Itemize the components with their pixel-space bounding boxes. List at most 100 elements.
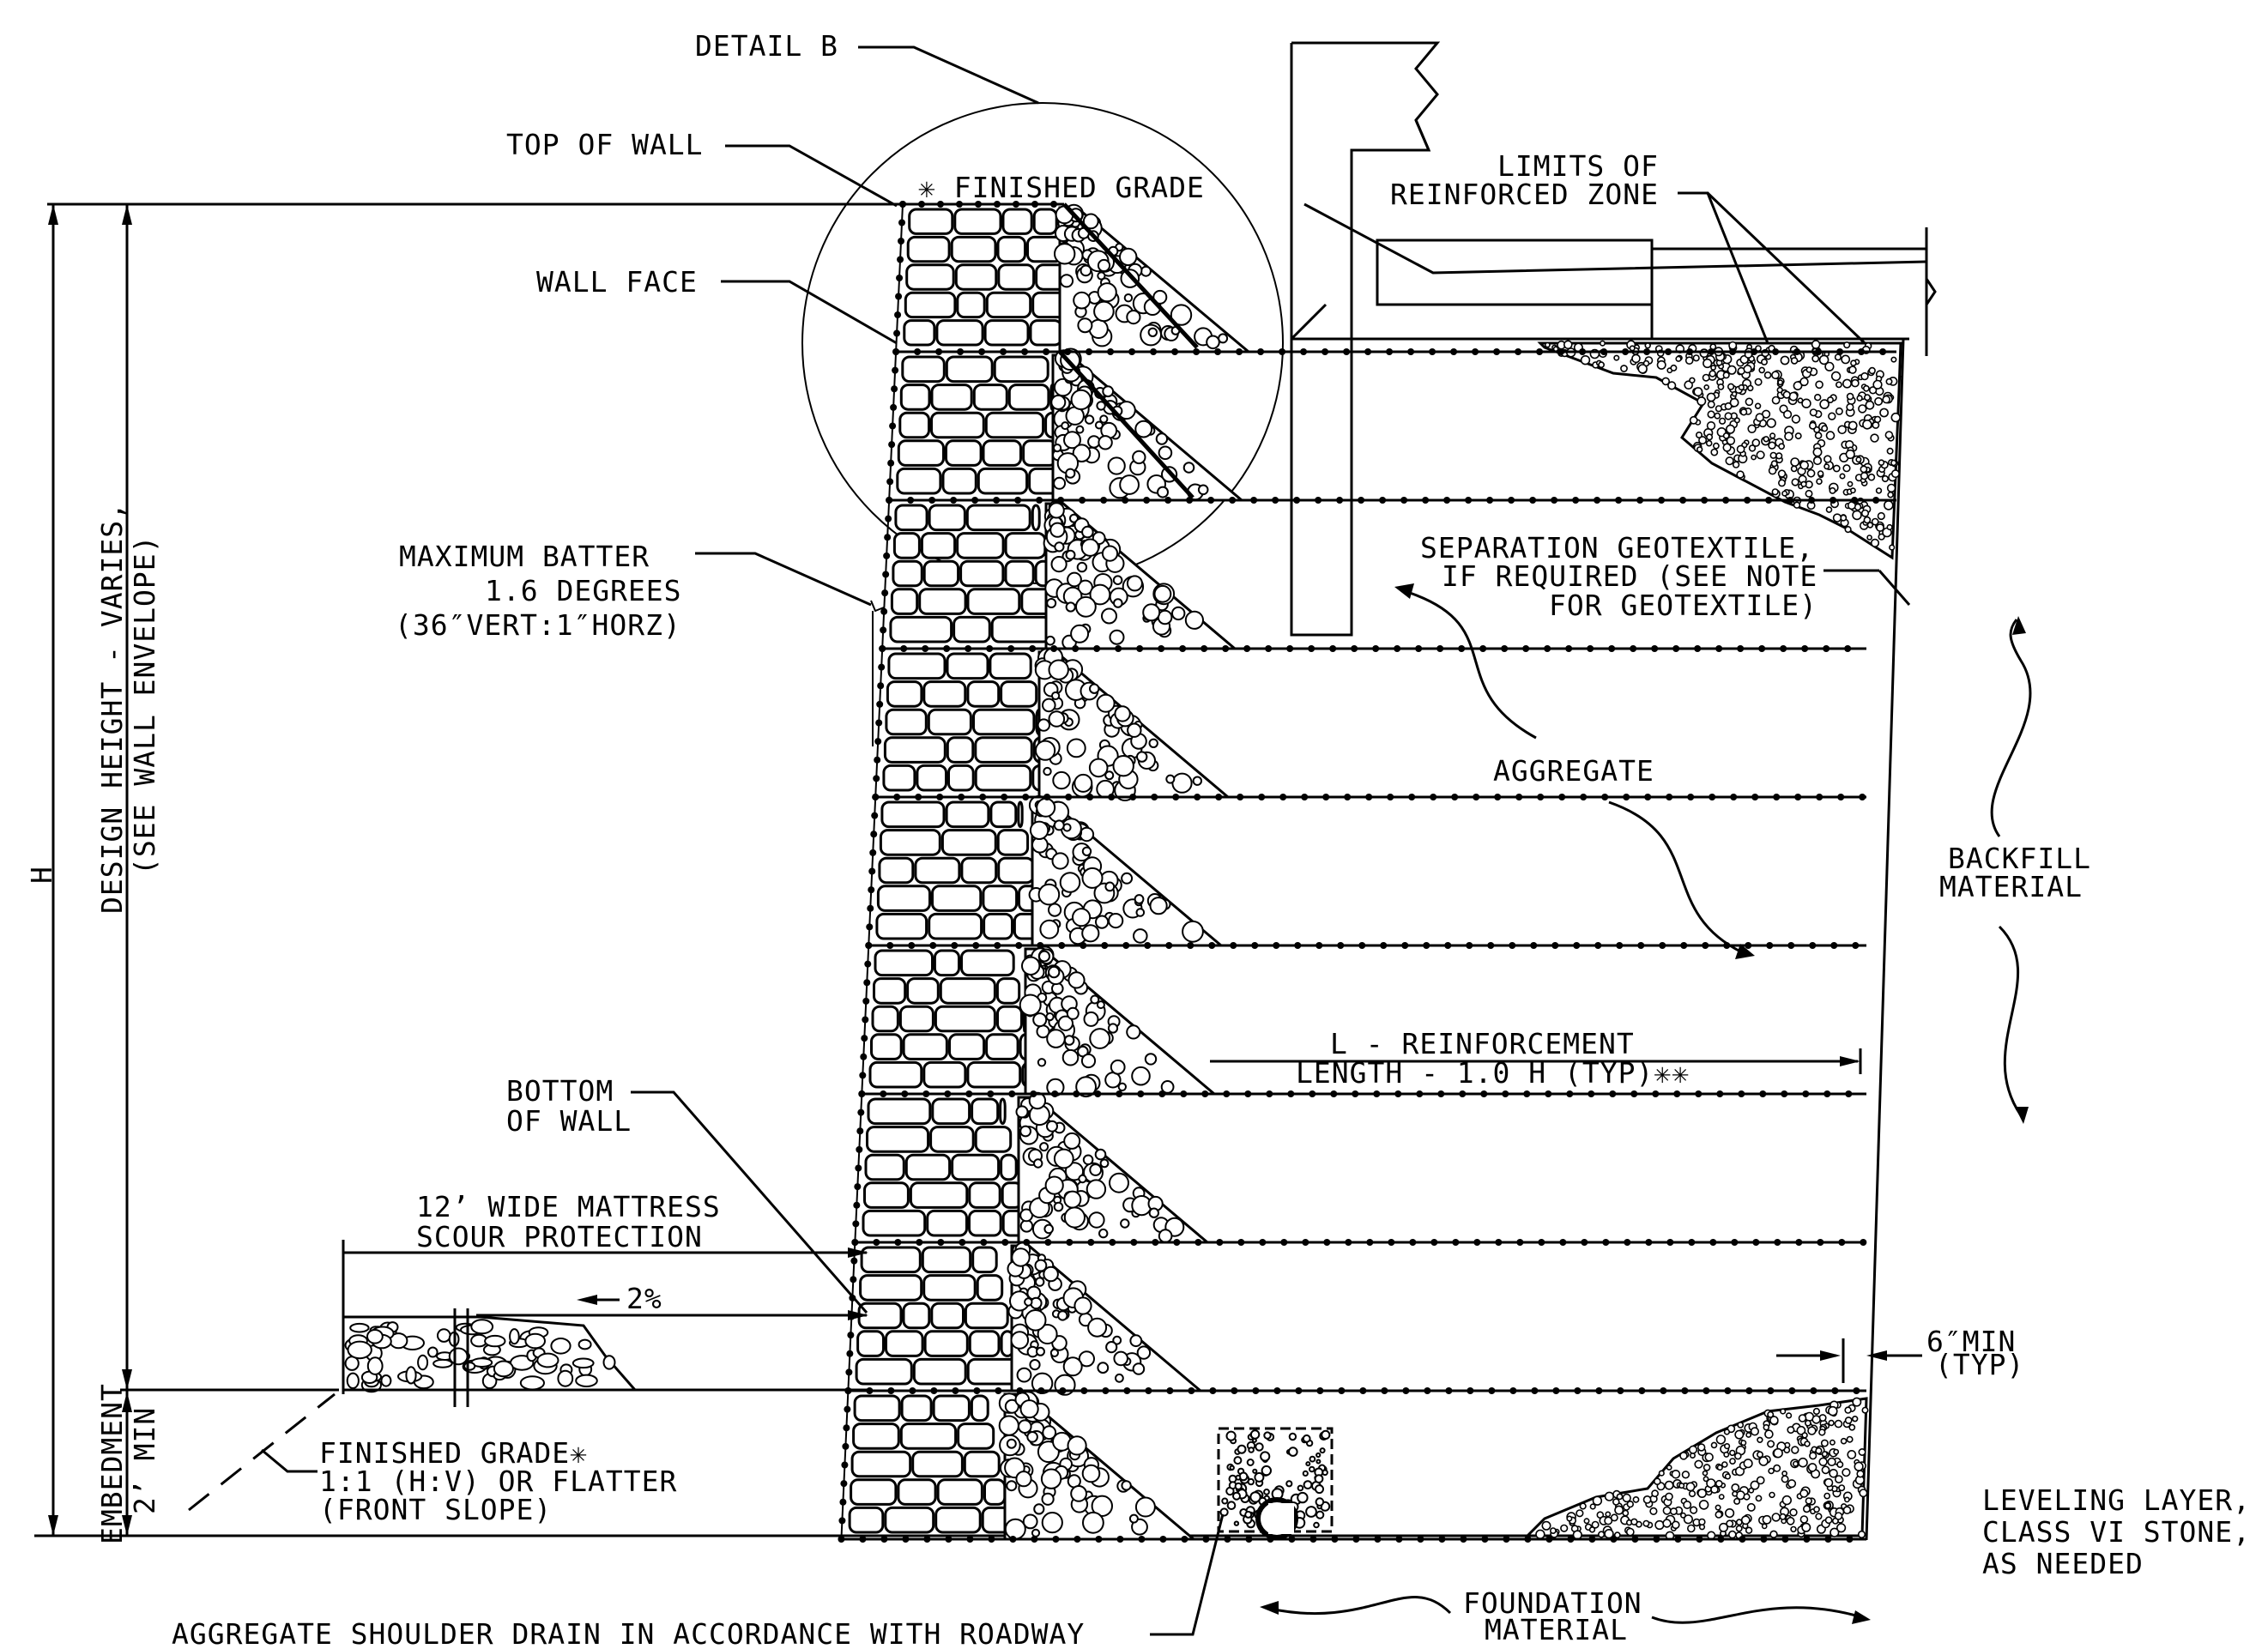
reinforcement-node — [1480, 1090, 1488, 1097]
face-dot — [868, 886, 875, 894]
backfill-grain — [1870, 538, 1880, 548]
wall-stone — [922, 559, 960, 588]
reinforcement-node — [1000, 348, 1007, 355]
reinforcement-node — [1080, 1387, 1088, 1394]
wall-stone — [894, 504, 928, 532]
backfill-grain — [1750, 1427, 1759, 1436]
backfill-grain — [1698, 436, 1708, 445]
backfill-grain — [1715, 1479, 1723, 1488]
aggregate-pebble — [1059, 274, 1074, 288]
wall-stone — [983, 1478, 1007, 1506]
reinforcement-node — [1366, 1239, 1374, 1246]
reinforcement-node — [1751, 794, 1759, 800]
drain-aggregate — [1315, 1497, 1325, 1507]
aggregate-pebble — [1042, 1425, 1057, 1441]
reinforcement-node — [901, 1090, 909, 1097]
wall-stone — [966, 1060, 1022, 1089]
wall-stone — [1007, 384, 1050, 411]
reinforcement-node — [1702, 942, 1709, 949]
aggregate-pebble — [1119, 474, 1140, 495]
reinforcement-node — [1386, 348, 1394, 355]
backfill-grain — [1768, 466, 1777, 475]
reinforcement-node — [1572, 497, 1580, 504]
reinforcement-node — [858, 1090, 866, 1097]
reinforcement-node — [1509, 942, 1516, 949]
backfill-grain — [1790, 1525, 1797, 1533]
drain-aggregate — [1234, 1482, 1243, 1490]
reinforcement-node — [1151, 794, 1158, 800]
base-node — [1545, 1536, 1553, 1543]
base-node — [923, 1536, 931, 1543]
wall-stone — [884, 1506, 935, 1534]
backfill-grain — [1854, 1461, 1864, 1471]
backfill-grain — [1803, 1505, 1811, 1513]
wall-stone — [905, 263, 955, 291]
reinforcement-node — [1409, 1239, 1417, 1246]
wall-stone — [906, 977, 940, 1005]
aggregate-pebble — [1021, 956, 1041, 976]
reinforcement-node — [1508, 497, 1515, 504]
backfill-grain — [1723, 1451, 1730, 1458]
top-of-wall-label: TOP OF WALL — [506, 128, 704, 161]
aggregate-pebble — [1041, 1512, 1063, 1534]
aggregate-pebble — [1063, 1190, 1082, 1209]
backfill-grain — [1767, 1440, 1775, 1448]
face-dot — [882, 571, 890, 578]
backfill-grain — [1709, 370, 1716, 378]
aggregate-pebble — [1170, 304, 1193, 326]
base-node — [859, 1536, 867, 1543]
wall-stone — [971, 1097, 1000, 1126]
six-min-label-1: 6″MIN — [1926, 1325, 2016, 1358]
backfill-grain — [1731, 1483, 1740, 1492]
reinforcement-node — [1308, 645, 1315, 652]
backfill-grain — [1718, 1494, 1725, 1500]
reinforcement-node — [1831, 1387, 1839, 1394]
wall-stone — [1004, 532, 1047, 559]
aggregate-pebble — [1036, 1346, 1045, 1356]
aggregate-pebble — [1067, 1435, 1087, 1456]
backfill-grain — [1816, 478, 1823, 486]
wall-stone — [867, 1097, 932, 1126]
reinforcement-node — [1551, 942, 1559, 949]
aggregate-pebble — [1087, 1317, 1108, 1338]
backfill-grain — [1818, 1457, 1828, 1467]
reinforcement-node — [1407, 348, 1415, 355]
backfill-grain — [1823, 1477, 1834, 1488]
mattress-stone — [366, 1329, 384, 1344]
backfill-grain — [1716, 1464, 1723, 1471]
reinforcement-node — [1145, 1387, 1152, 1394]
reinforcement-node — [1415, 645, 1423, 652]
wall-stone — [850, 1478, 898, 1506]
reinforcement-node — [1493, 348, 1501, 355]
base-node — [1245, 1536, 1253, 1543]
reinforcement-node — [1580, 794, 1588, 800]
backfill-grain — [1881, 474, 1889, 483]
backfill-grain — [1768, 1467, 1775, 1475]
wall-stone — [902, 1302, 931, 1330]
reinforcement-node — [1007, 645, 1015, 652]
wall-stone — [862, 1209, 927, 1237]
reinforcement-node — [1188, 1387, 1195, 1394]
backfill-grain — [1717, 383, 1725, 390]
base-node — [1288, 1536, 1296, 1543]
wall-stone — [848, 1506, 885, 1534]
backfill-grain — [1735, 1519, 1743, 1526]
reinforcement-node — [1086, 348, 1093, 355]
reinforcement-node — [1150, 348, 1158, 355]
base-node — [1138, 1536, 1146, 1543]
wall-stone — [898, 411, 931, 439]
mattress-stone — [602, 1355, 616, 1370]
base-node — [1352, 1536, 1360, 1543]
aggregate-pebble — [1098, 435, 1113, 450]
backfill-grain — [1696, 396, 1707, 407]
face-dot — [880, 607, 888, 615]
wall-stone — [914, 856, 961, 885]
backfill-grain — [1836, 1461, 1844, 1469]
reinforcement-node — [1322, 794, 1330, 800]
backfill-grain — [1710, 365, 1716, 371]
reinforcement-node — [1465, 497, 1473, 504]
backfill-grain — [1666, 1465, 1672, 1471]
backfill-grain — [1745, 1526, 1753, 1534]
reinforcement-node — [1724, 1387, 1732, 1394]
reinforcement-node — [1529, 497, 1537, 504]
